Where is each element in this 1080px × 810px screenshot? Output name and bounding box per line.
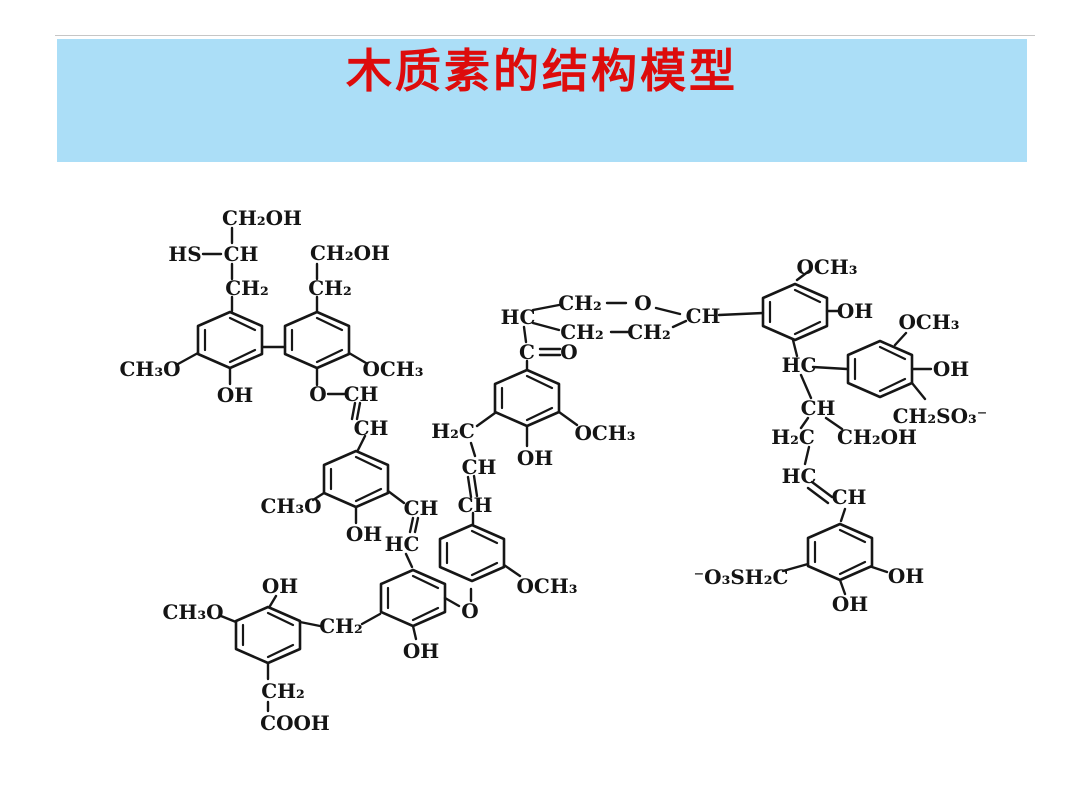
formula-label: CH <box>462 455 497 479</box>
formula-label: CH <box>458 493 493 517</box>
formula-labels: CH₂OH HS CH CH₂ CH₂OH CH₂ CH₃O OH OCH₃ O… <box>120 206 988 735</box>
formula-label: OH <box>517 446 553 470</box>
formula-label: H₂C <box>771 425 815 449</box>
formula-label: OCH₃ <box>797 255 858 279</box>
formula-label: CH₂OH <box>837 425 917 449</box>
formula-label: OH <box>217 383 253 407</box>
formula-label: OCH₃ <box>517 574 578 598</box>
formula-label: CH₂ <box>558 291 602 315</box>
formula-label: ⁻O₃SH₂C <box>694 565 789 589</box>
ring-double-bonds <box>203 288 907 659</box>
formula-label: O <box>309 382 326 406</box>
formula-label: OH <box>832 592 868 616</box>
formula-label: HC <box>782 353 817 377</box>
formula-label: HC <box>782 464 817 488</box>
formula-label: CH <box>354 416 389 440</box>
formula-label: CH <box>404 496 439 520</box>
formula-label: H₂C <box>431 419 475 443</box>
formula-label: HS <box>168 242 201 266</box>
formula-label: CH₂ <box>225 276 269 300</box>
formula-label: CH <box>801 396 836 420</box>
ring-bottom-right <box>806 522 874 582</box>
formula-label: OCH₃ <box>363 357 424 381</box>
formula-label: CH <box>344 382 379 406</box>
title-band: 木质素的结构模型 <box>57 39 1027 162</box>
formula-label: CH <box>224 242 259 266</box>
formula-label: CH₂ <box>627 320 671 344</box>
ring-bottom-mid-a <box>379 568 447 628</box>
formula-label: CH₃O <box>120 357 181 381</box>
formula-label: OCH₃ <box>575 421 636 445</box>
formula-label: COOH <box>260 711 330 735</box>
formula-label: OH <box>262 574 298 598</box>
formula-label: CH₃O <box>261 494 322 518</box>
formula-label: O <box>634 291 651 315</box>
formula-label: CH₂ <box>560 320 604 344</box>
formula-label: C <box>519 340 535 364</box>
ring-center <box>493 368 561 428</box>
formula-label: CH₂ <box>308 276 352 300</box>
ring-top-right-b <box>846 339 914 399</box>
formula-label: CH₂ <box>319 614 363 638</box>
formula-label: CH₂ <box>261 679 305 703</box>
formula-label: OCH₃ <box>899 310 960 334</box>
ring-bottom-left <box>234 605 302 665</box>
formula-label: OH <box>403 639 439 663</box>
formula-label: CH₃O <box>163 600 224 624</box>
ring-top-right-a <box>761 282 829 342</box>
formula-label: CH₂SO₃⁻ <box>893 404 988 428</box>
bond-lines <box>176 226 933 713</box>
formula-label: CH₂OH <box>310 241 390 265</box>
ring-bottom-mid-b <box>438 523 506 583</box>
formula-label: O <box>560 340 577 364</box>
formula-label: HC <box>385 532 420 556</box>
formula-label: O <box>461 599 478 623</box>
formula-label: OH <box>888 564 924 588</box>
slide-top-border <box>55 35 1035 36</box>
formula-label: CH₂OH <box>222 206 302 230</box>
formula-label: OH <box>933 357 969 381</box>
formula-label: OH <box>346 522 382 546</box>
ring-top-left-b <box>283 310 351 370</box>
ring-mid-left <box>322 449 390 509</box>
formula-label: CH <box>686 304 721 328</box>
formula-label: HC <box>501 305 536 329</box>
slide-title: 木质素的结构模型 <box>346 44 738 98</box>
formula-label: OH <box>837 299 873 323</box>
ring-top-left-a <box>196 310 264 370</box>
formula-label: CH <box>832 485 867 509</box>
